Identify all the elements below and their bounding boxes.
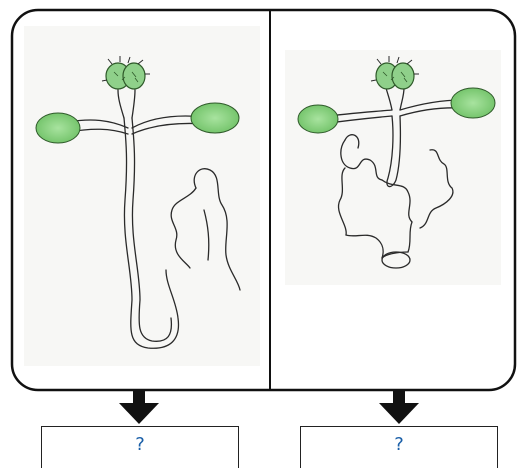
left-cotyledon-2 xyxy=(191,103,239,133)
right-cotyledon-2 xyxy=(451,88,495,118)
right-answer-box: ? xyxy=(300,426,498,468)
left-answer-box: ? xyxy=(41,426,239,468)
right-arrow-down-icon xyxy=(379,390,419,424)
left-cotyledon-1 xyxy=(36,113,80,143)
right-question-mark: ? xyxy=(394,434,404,455)
left-arrow-down-icon xyxy=(119,390,159,424)
left-question-mark: ? xyxy=(135,434,145,455)
right-cotyledon-1 xyxy=(298,105,338,133)
